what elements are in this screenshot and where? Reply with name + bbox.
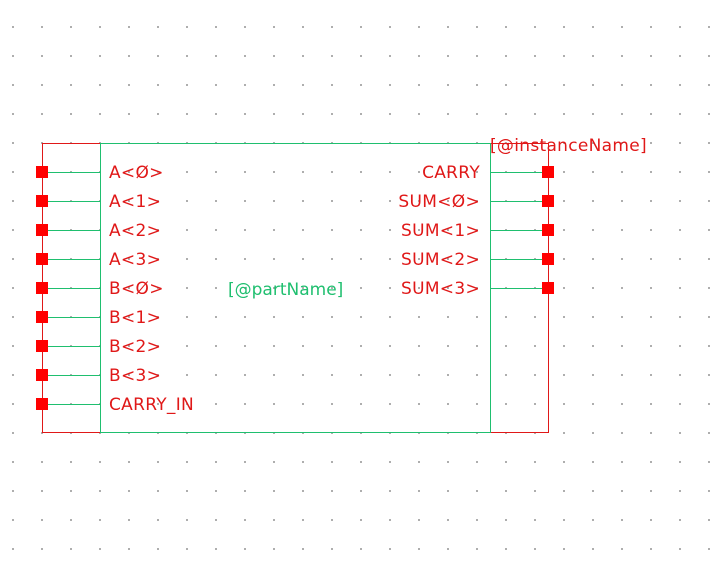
input-pin-terminal[interactable] xyxy=(36,195,48,207)
input-pin-label: A<3> xyxy=(109,250,161,270)
input-pin-label: B<1> xyxy=(109,308,161,328)
input-pin-label: B<2> xyxy=(109,337,161,357)
input-pin-terminal[interactable] xyxy=(36,311,48,323)
output-pin-label: CARRY xyxy=(422,163,480,183)
input-pin-label: A<1> xyxy=(109,192,161,212)
part-name-label: [@partName] xyxy=(228,280,343,300)
input-pin-label: B<Ø> xyxy=(109,279,164,299)
input-pin-terminal[interactable] xyxy=(36,166,48,178)
input-pin-terminal[interactable] xyxy=(36,282,48,294)
output-pin-terminal[interactable] xyxy=(542,224,554,236)
output-pin-label: SUM<1> xyxy=(401,221,480,241)
output-pin-terminal[interactable] xyxy=(542,166,554,178)
output-pin-label: SUM<Ø> xyxy=(398,192,480,212)
input-pins-group: A<Ø> A<1> A<2> A<3> B<Ø> B<1> B<2> B<3> CARRY_IN xyxy=(36,163,194,415)
instance-name-label: [@instanceName] xyxy=(490,136,647,156)
output-pin-terminal[interactable] xyxy=(542,282,554,294)
input-pin-label: B<3> xyxy=(109,366,161,386)
input-pin-terminal[interactable] xyxy=(36,253,48,265)
input-pin-terminal[interactable] xyxy=(36,224,48,236)
input-pin-label: CARRY_IN xyxy=(109,395,194,415)
input-pin-label: A<Ø> xyxy=(109,163,164,183)
output-pin-label: SUM<3> xyxy=(401,279,480,299)
input-pin-terminal[interactable] xyxy=(36,340,48,352)
output-pin-label: SUM<2> xyxy=(401,250,480,270)
output-pin-terminal[interactable] xyxy=(542,195,554,207)
input-pin-terminal[interactable] xyxy=(36,369,48,381)
input-pin-terminal[interactable] xyxy=(36,398,48,410)
input-pin-label: A<2> xyxy=(109,221,161,241)
output-pins-group: CARRY SUM<Ø> SUM<1> SUM<2> SUM<3> xyxy=(398,163,554,299)
output-pin-terminal[interactable] xyxy=(542,253,554,265)
